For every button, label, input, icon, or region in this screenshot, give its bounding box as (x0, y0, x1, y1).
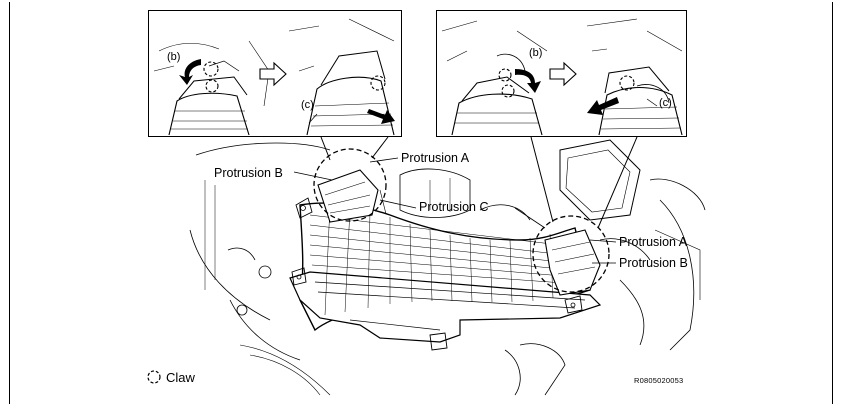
right-inset-b-label: (b) (529, 47, 543, 59)
legend: Claw (146, 369, 195, 385)
figure-code: R0805020053 (634, 376, 684, 385)
inset-right-drawing (441, 18, 683, 136)
left-inset-c-label: (c) (301, 99, 314, 111)
protrusion-a-right-label: Protrusion A (619, 235, 688, 249)
left-inset-b-label: (b) (167, 51, 181, 63)
legend-claw-label: Claw (166, 369, 195, 385)
right-inset-c-label: (c) (659, 97, 672, 109)
protrusion-b-right-label: Protrusion B (619, 256, 688, 270)
dashed-circle-icon (147, 370, 161, 384)
inset-left-removal-steps: (b) (c) (148, 10, 402, 137)
protrusion-b-left-label: Protrusion B (214, 166, 283, 180)
inset-left-drawing (153, 18, 395, 136)
protrusion-c-label: Protrusion C (419, 200, 489, 214)
figure-frame (9, 2, 833, 404)
inset-right-removal-steps: (b) (c) (436, 10, 687, 137)
protrusion-a-left-label: Protrusion A (401, 151, 470, 165)
